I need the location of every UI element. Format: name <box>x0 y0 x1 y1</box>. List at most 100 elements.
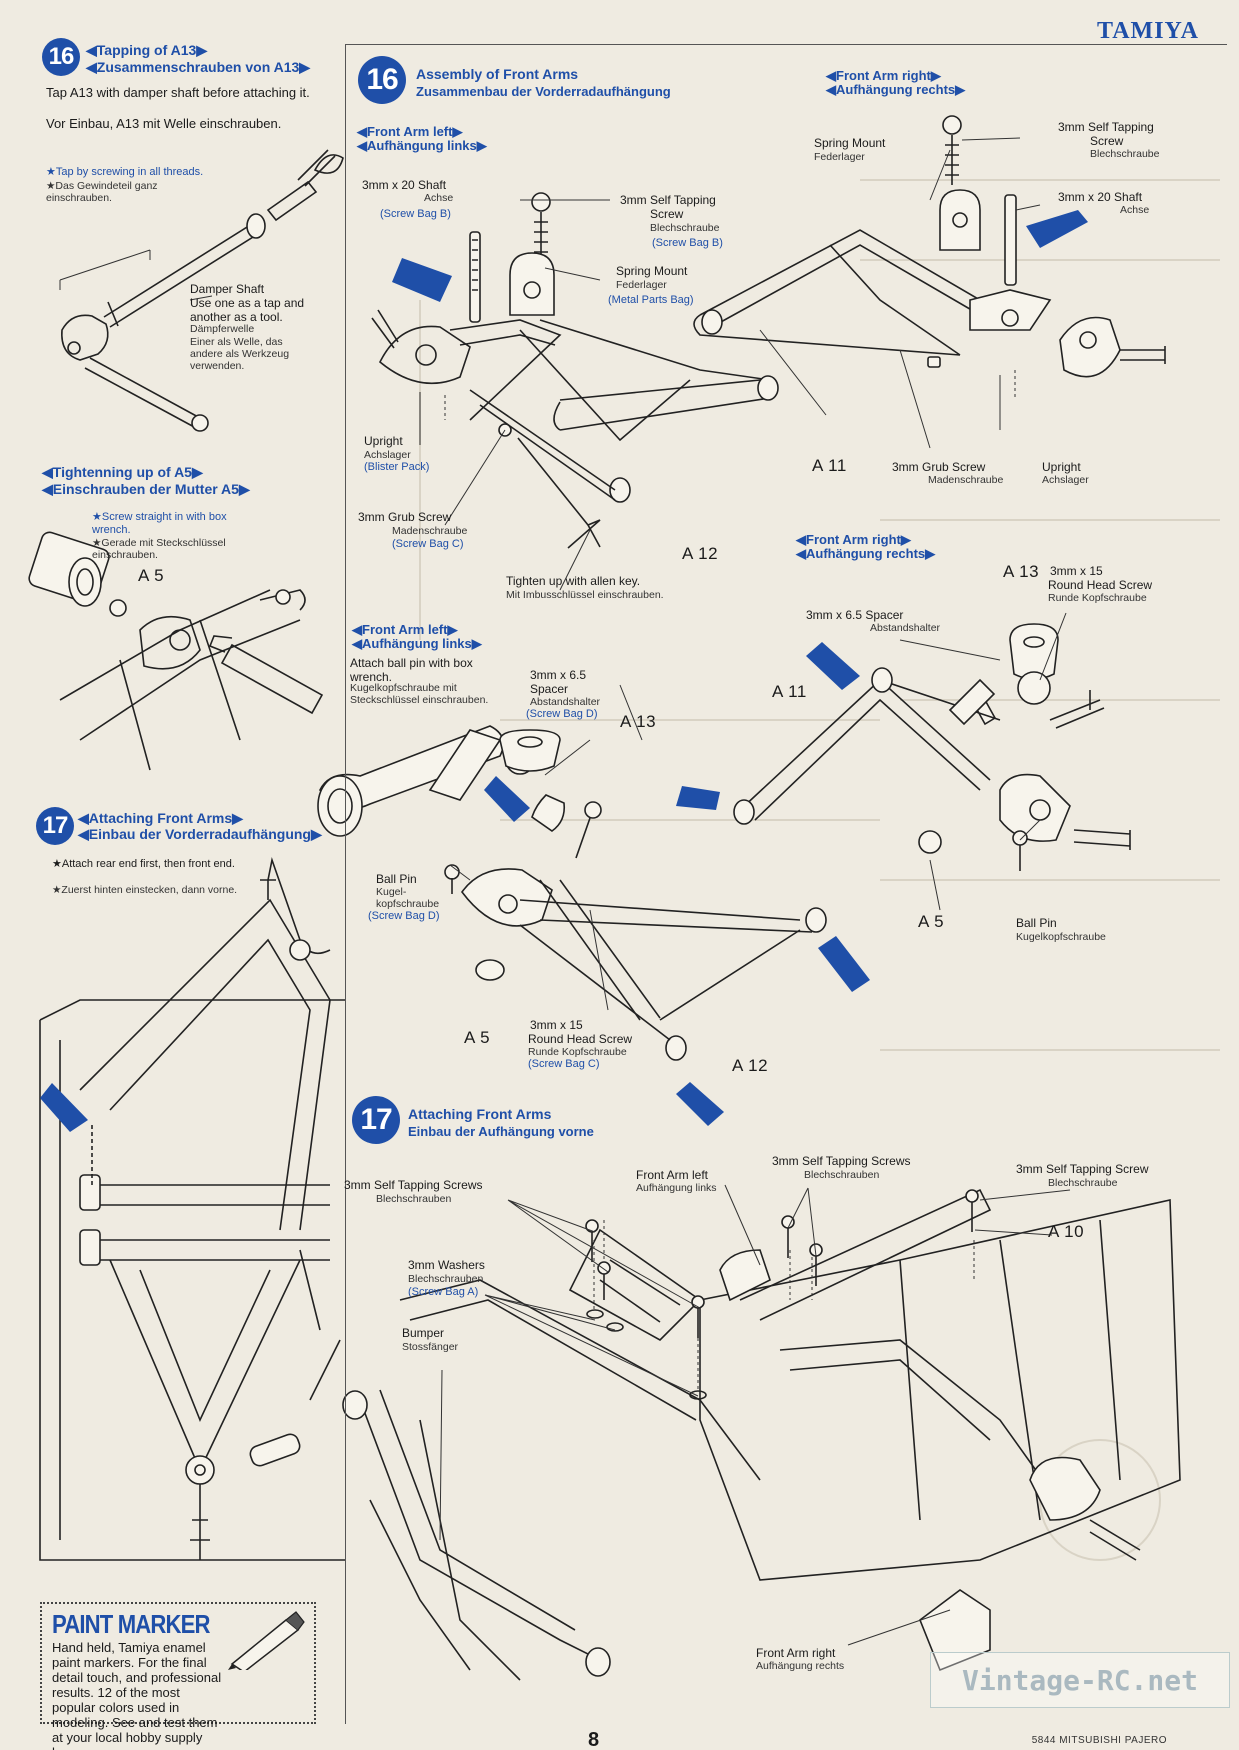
right-part-a11-label: A 11 <box>772 682 807 701</box>
part-a12b-label: A 12 <box>732 1056 769 1075</box>
bumper-label-en: Bumper <box>402 1326 445 1340</box>
chassis-front-arms-drawing <box>39 856 345 1561</box>
tap-screws-mid-de: Blechschrauben <box>804 1169 880 1181</box>
callout-leader-lines <box>189 137 1071 1646</box>
paint-marker-text: Hand held, Tamiya enamel paint markers. … <box>52 1640 222 1750</box>
tap-screw-label-de: Blechschraube <box>650 222 720 234</box>
bumper-label-de: Stossfänger <box>402 1341 459 1353</box>
allen-key-label-en: Tighten up with allen key. <box>506 574 641 588</box>
right-spacer-label-de: Abstandshalter <box>870 622 941 634</box>
right-part-a5-label: A 5 <box>918 912 945 931</box>
right-round-screw-en: 3mm x 15 <box>1050 564 1103 578</box>
damper-shaft-drawing <box>59 149 344 432</box>
right-grub-screw-en: 3mm Grub Screw <box>892 460 986 474</box>
right-upright-en: Upright <box>1042 460 1081 474</box>
damper-shaft-de-use: Einer als Welle, das andere als Werkzeug… <box>190 336 290 372</box>
right-shaft-de: Achse <box>1120 204 1150 216</box>
spring-mount-label-de: Federlager <box>616 279 667 291</box>
spacer-label-en2: Spacer <box>530 682 569 696</box>
tapping-text-de: Vor Einbau, A13 mit Welle einschrauben. <box>46 116 282 131</box>
grub-screw-label-en: 3mm Grub Screw <box>358 510 452 524</box>
a5-box-wrench-drawing <box>28 531 324 771</box>
right-ball-pin-de: Kugelkopfschraube <box>1016 931 1106 943</box>
right-tap-screw-en2: Screw <box>1090 134 1124 148</box>
tap-screw-label-en2: Screw <box>650 207 684 221</box>
round-screw-label-en2: Round Head Screw <box>528 1032 633 1046</box>
ball-pin-right-de: ◀Aufhängung rechts▶ <box>796 546 936 561</box>
right-spacer-label-en: 3mm x 6.5 Spacer <box>806 608 904 622</box>
attaching-note-en: ★Attach rear end first, then front end. <box>52 858 235 870</box>
right-spring-mount-en: Spring Mount <box>814 136 886 150</box>
tapping-title-en: ◀Tapping of A13▶ <box>86 42 208 58</box>
damper-shaft-label: Damper Shaft <box>190 282 265 296</box>
tapping-text-en: Tap A13 with damper shaft before attachi… <box>46 85 310 100</box>
right-tap-screw-de: Blechschraube <box>1090 148 1160 160</box>
front-arm-right-de: ◀Aufhängung rechts▶ <box>826 82 966 97</box>
instruction-pointer-arrows <box>40 210 1088 1132</box>
spacer-label-en: 3mm x 6.5 <box>530 668 587 682</box>
page-number: 8 <box>588 1729 600 1750</box>
shaft-label-de: Achse <box>424 192 454 204</box>
step-17-badge-main: 17 <box>352 1096 400 1144</box>
washers-label-de: Blechschrauben <box>408 1273 484 1285</box>
right-shaft-en: 3mm x 20 Shaft <box>1058 190 1143 204</box>
upright-bag: (Blister Pack) <box>364 461 430 473</box>
watermark-logo: Vintage-RC.net <box>930 1652 1230 1708</box>
ball-pin-left-en: ◀Front Arm left▶ <box>352 622 458 637</box>
a5-note-de: ★Gerade mit Steckschlüssel einschrauben. <box>92 537 226 561</box>
ball-pin-right-en: ◀Front Arm right▶ <box>796 532 911 547</box>
tap-screw-bag: (Screw Bag B) <box>652 237 723 249</box>
brand-logo: TAMIYA <box>1096 18 1199 44</box>
right-tap-screw-en: 3mm Self Tapping <box>1058 120 1154 134</box>
tap-screws-left-de: Blechschrauben <box>376 1193 452 1205</box>
a5-title-en: ◀Tightenning up of A5▶ <box>42 464 203 480</box>
tap-screw-right-en: 3mm Self Tapping Screw <box>1016 1162 1149 1176</box>
spring-mount-bag: (Metal Parts Bag) <box>608 294 694 306</box>
step-16-badge: 16 <box>42 38 80 76</box>
step-16-title-de: Zusammenbau der Vorderradaufhängung <box>416 84 671 99</box>
damper-shaft-use: Use one as a tap and another as a tool. <box>190 296 305 324</box>
round-screw-label-en: 3mm x 15 <box>530 1018 583 1032</box>
ball-pin-label-de2: kopfschraube <box>376 898 440 910</box>
step-17-title-de: Einbau der Aufhängung vorne <box>408 1124 594 1139</box>
arm-left-label-en: Front Arm left <box>636 1168 709 1182</box>
right-grub-screw-de: Madenschraube <box>928 474 1004 486</box>
front-arm-left-assembly-drawing <box>371 192 779 549</box>
ball-pin-note-de: Kugelkopfschraube mit Steckschlüssel ein… <box>350 682 489 706</box>
tap-screw-label-en: 3mm Self Tapping <box>620 193 716 207</box>
front-arm-right-en: ◀Front Arm right▶ <box>826 68 941 83</box>
ball-pin-note-en: Attach ball pin with box wrench. <box>350 656 473 684</box>
part-a12-label: A 12 <box>682 544 719 563</box>
part-a11-label: A 11 <box>812 456 847 475</box>
arm-left-label-de: Aufhängung links <box>636 1182 717 1194</box>
part-a13-label: A 13 <box>620 712 657 731</box>
tapping-note-en: ★Tap by screwing in all threads. <box>46 166 204 178</box>
grub-screw-label-de: Madenschraube <box>392 525 468 537</box>
front-arm-right-assembly-drawing <box>693 115 1166 400</box>
paint-marker-title: PAINT MARKER <box>52 1609 210 1639</box>
ball-pin-right-assembly-drawing <box>733 623 1131 871</box>
arm-right-label-en: Front Arm right <box>756 1646 836 1660</box>
spacer-label-de: Abstandshalter <box>530 696 601 708</box>
shaft-bag: (Screw Bag B) <box>380 208 451 220</box>
washers-label-en: 3mm Washers <box>408 1258 485 1272</box>
round-screw-bag: (Screw Bag C) <box>528 1058 600 1070</box>
part-a5-label: A 5 <box>464 1028 491 1047</box>
round-screw-label-de: Runde Kopfschraube <box>528 1046 627 1058</box>
tap-screws-mid-en: 3mm Self Tapping Screws <box>772 1154 911 1168</box>
shaft-label-en: 3mm x 20 Shaft <box>362 178 447 192</box>
step-17-badge-left: 17 <box>36 807 74 845</box>
right-part-a13-label: A 13 <box>1003 562 1040 581</box>
right-ball-pin-en: Ball Pin <box>1016 916 1057 930</box>
arm-right-label-de: Aufhängung rechts <box>756 1660 845 1672</box>
step-17-title-en: Attaching Front Arms <box>408 1106 552 1122</box>
ball-pin-left-de: ◀Aufhängung links▶ <box>352 636 482 651</box>
front-arm-left-en: ◀Front Arm left▶ <box>357 124 463 139</box>
ball-pin-bag: (Screw Bag D) <box>368 910 440 922</box>
spacer-bag: (Screw Bag D) <box>526 708 598 720</box>
a5-title-de: ◀Einschrauben der Mutter A5▶ <box>42 481 250 497</box>
damper-shaft-de: Dämpferwelle <box>190 323 255 335</box>
right-upright-de: Achslager <box>1042 474 1089 486</box>
grub-screw-bag: (Screw Bag C) <box>392 538 464 550</box>
